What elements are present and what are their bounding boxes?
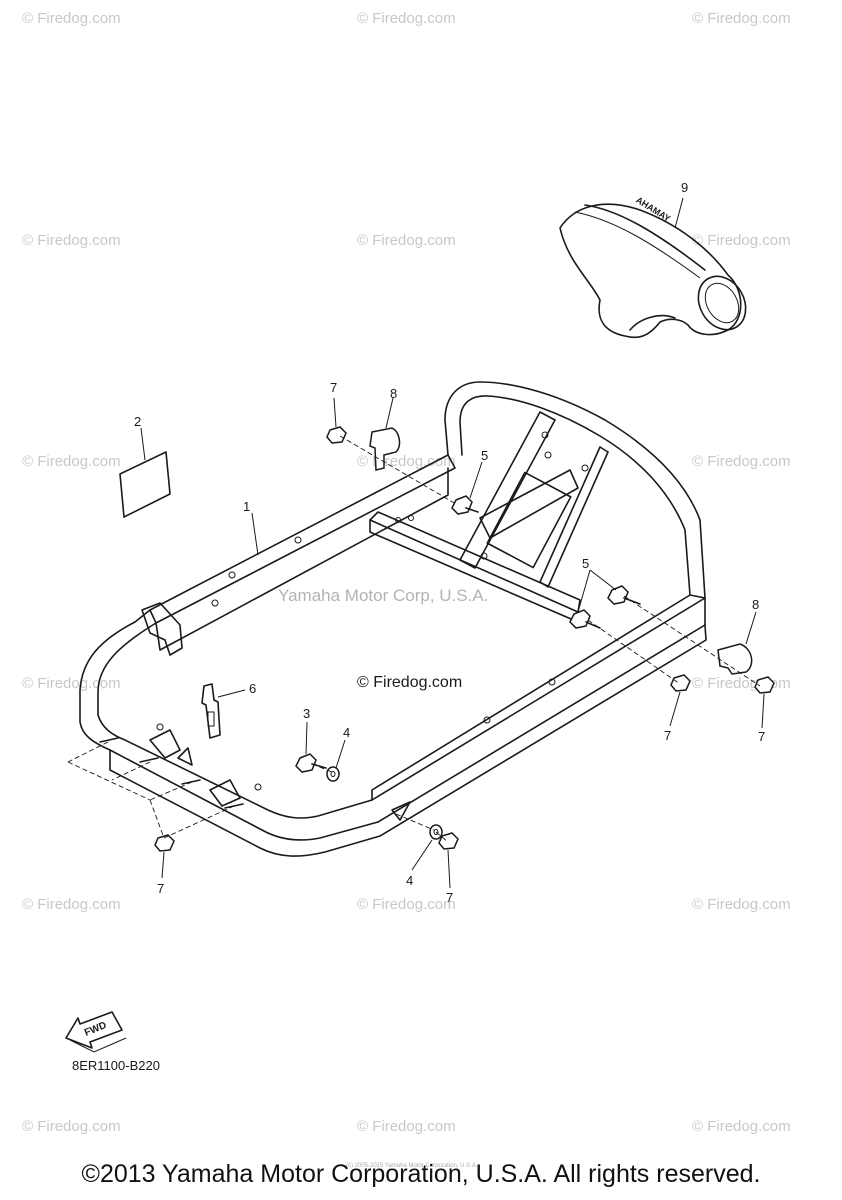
part-8-bracket xyxy=(717,611,757,675)
callout-7: 7 xyxy=(446,890,454,905)
watermark: © Firedog.com xyxy=(22,232,121,249)
part-7-nut xyxy=(754,676,775,729)
watermark: © Firedog.com xyxy=(692,10,791,27)
callout-5: 5 xyxy=(582,556,590,571)
callout-3: 3 xyxy=(303,706,311,721)
watermark: © Firedog.com xyxy=(692,232,791,249)
part-7-nut xyxy=(326,397,347,444)
callout-4: 4 xyxy=(343,725,351,740)
center-label: © Firedog.com xyxy=(357,674,463,691)
part-4-washer xyxy=(411,824,443,871)
callout-8: 8 xyxy=(390,386,398,401)
callout-5: 5 xyxy=(481,448,489,463)
front-studs xyxy=(99,737,244,809)
callout-7: 7 xyxy=(157,881,165,896)
callout-7: 7 xyxy=(664,728,672,743)
callout-6: 6 xyxy=(249,681,257,696)
callout-7: 7 xyxy=(758,729,766,744)
part-6-clip xyxy=(201,683,246,739)
assembly-lines xyxy=(67,435,761,843)
tiny-copyright: (c) 2005-2015 Yamaha Motor Corporation, … xyxy=(346,1163,478,1169)
center-watermark: Yamaha Motor Corp, U.S.A. xyxy=(278,586,489,605)
watermark: © Firedog.com xyxy=(22,896,121,913)
watermark: © Firedog.com xyxy=(357,1118,456,1135)
watermark: © Firedog.com xyxy=(357,10,456,27)
callout-9: 9 xyxy=(681,180,689,195)
diagram-code: 8ER1100-B220 xyxy=(72,1058,160,1073)
callout-4: 4 xyxy=(406,873,414,888)
callout-2: 2 xyxy=(134,414,142,429)
part-7-nut xyxy=(669,674,691,727)
part-4-washer xyxy=(326,739,346,782)
part-7-nut xyxy=(438,832,459,889)
part-3-bolt xyxy=(295,721,327,773)
part-2-label-sticker xyxy=(119,427,171,518)
watermark: © Firedog.com xyxy=(692,1118,791,1135)
part-7-nut xyxy=(154,834,175,879)
watermark: © Firedog.com xyxy=(357,232,456,249)
watermark: © Firedog.com xyxy=(22,1118,121,1135)
fwd-arrow-icon: FWD xyxy=(65,1011,127,1053)
watermark: © Firedog.com xyxy=(692,453,791,470)
part-5-bolt xyxy=(451,461,483,515)
watermark: © Firedog.com xyxy=(22,675,121,692)
watermark: © Firedog.com xyxy=(22,10,121,27)
part-5-bolt xyxy=(569,569,641,629)
callout-1: 1 xyxy=(243,499,251,514)
part-8-bracket xyxy=(369,397,401,471)
copyright-footer: ©2013 Yamaha Motor Corporation, U.S.A. A… xyxy=(81,1160,761,1188)
part-9-handle-cover: YAMAHA xyxy=(559,194,747,339)
watermark: © Firedog.com xyxy=(357,896,456,913)
part-1-frame xyxy=(79,381,707,857)
callout-7: 7 xyxy=(330,380,338,395)
watermark: © Firedog.com xyxy=(692,896,791,913)
watermark: © Firedog.com xyxy=(22,453,121,470)
callout-8: 8 xyxy=(752,597,760,612)
